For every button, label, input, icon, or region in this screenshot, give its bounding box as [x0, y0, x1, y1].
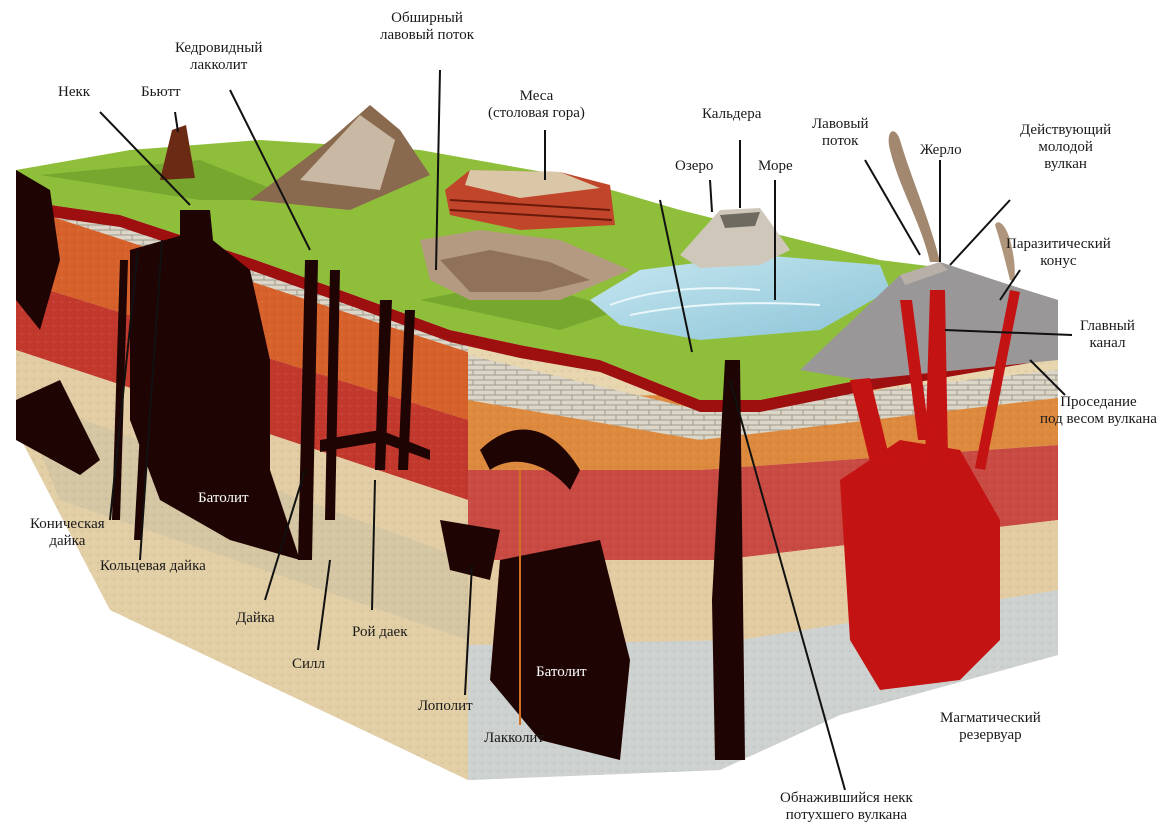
label-subsidence-line2: под весом вулкана [1040, 411, 1157, 428]
label-caldera-line: Кальдера [702, 106, 761, 123]
label-active-volcano-line3: вулкан [1020, 156, 1111, 173]
label-vent: Жерло [920, 142, 962, 159]
label-active-volcano-line1: Действующий [1020, 122, 1111, 139]
label-lopolith: Лополит [418, 698, 473, 715]
label-cone-dike: Коническая дайка [30, 516, 105, 550]
label-lopolith-line: Лополит [418, 698, 473, 715]
label-lava-flow-wide-line2: лавовый поток [380, 27, 474, 44]
label-sea: Море [758, 158, 793, 175]
label-cedar-laccolith: Кедровидный лакколит [175, 40, 262, 74]
label-sill-line: Силл [292, 656, 325, 673]
label-butte-line: Бьютт [141, 84, 181, 101]
label-subsidence: Проседание под весом вулкана [1040, 394, 1157, 428]
label-cone-dike-line2: дайка [30, 533, 105, 550]
label-magma-reservoir-line1: Магматический [940, 710, 1041, 727]
label-ring-dike: Кольцевая дайка [100, 558, 206, 575]
label-lava-flow-wide-line1: Обширный [380, 10, 474, 27]
label-batholith-right-line: Батолит [536, 664, 587, 681]
label-mesa-line2: (столовая гора) [488, 105, 585, 122]
label-main-channel: Главный канал [1080, 318, 1135, 352]
label-laccolith-line: Лакколит [484, 730, 544, 747]
label-lake: Озеро [675, 158, 713, 175]
label-lava-flow-wide: Обширный лавовый поток [380, 10, 474, 44]
label-cedar-laccolith-line1: Кедровидный [175, 40, 262, 57]
label-cedar-laccolith-line2: лакколит [175, 57, 262, 74]
label-parasitic-cone: Паразитический конус [1006, 236, 1111, 270]
label-parasitic-cone-line1: Паразитический [1006, 236, 1111, 253]
label-dike-swarm: Рой даек [352, 624, 407, 641]
label-dike-swarm-line: Рой даек [352, 624, 407, 641]
label-magma-reservoir-line2: резервуар [940, 727, 1041, 744]
label-batholith-right: Батолит [536, 664, 587, 681]
label-sea-line: Море [758, 158, 793, 175]
label-sill: Силл [292, 656, 325, 673]
label-neck: Некк [58, 84, 90, 101]
label-magma-reservoir: Магматический резервуар [940, 710, 1041, 744]
label-dike: Дайка [236, 610, 275, 627]
label-active-volcano-line2: молодой [1020, 139, 1111, 156]
label-exposed-neck-line1: Обнажившийся некк [780, 790, 913, 807]
label-mesa-line1: Меса [488, 88, 585, 105]
label-parasitic-cone-line2: конус [1006, 253, 1111, 270]
label-vent-line: Жерло [920, 142, 962, 159]
label-active-volcano: Действующий молодой вулкан [1020, 122, 1111, 173]
label-exposed-neck: Обнажившийся некк потухшего вулкана [780, 790, 913, 824]
label-batholith-left-line: Батолит [198, 490, 249, 507]
label-exposed-neck-line2: потухшего вулкана [780, 807, 913, 824]
label-neck-line: Некк [58, 84, 90, 101]
label-butte: Бьютт [141, 84, 181, 101]
label-laccolith: Лакколит [484, 730, 544, 747]
label-batholith-left: Батолит [198, 490, 249, 507]
label-lava-flow-line1: Лавовый [812, 116, 869, 133]
label-dike-line: Дайка [236, 610, 275, 627]
label-ring-dike-line: Кольцевая дайка [100, 558, 206, 575]
label-lava-flow-line2: поток [812, 133, 869, 150]
label-main-channel-line1: Главный [1080, 318, 1135, 335]
label-subsidence-line1: Проседание [1040, 394, 1157, 411]
label-lava-flow: Лавовый поток [812, 116, 869, 150]
label-lake-line: Озеро [675, 158, 713, 175]
label-caldera: Кальдера [702, 106, 761, 123]
label-cone-dike-line1: Коническая [30, 516, 105, 533]
label-main-channel-line2: канал [1080, 335, 1135, 352]
label-mesa: Меса (столовая гора) [488, 88, 585, 122]
